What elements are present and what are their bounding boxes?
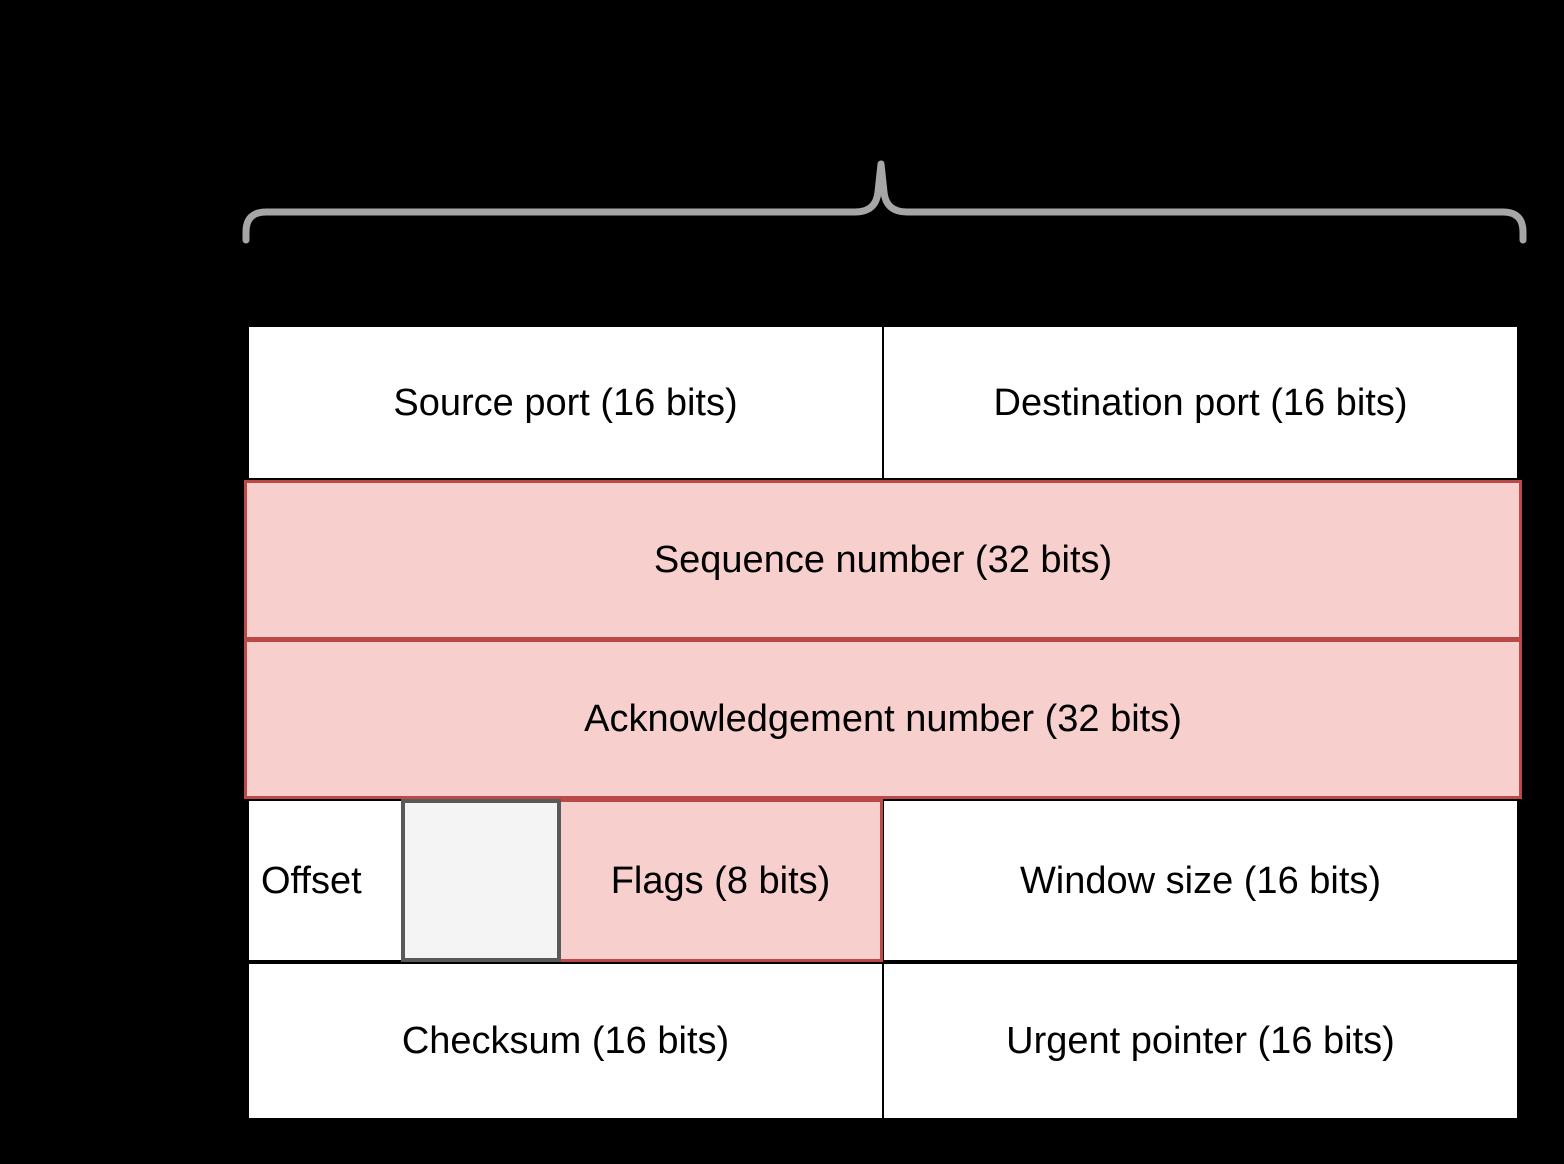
field-acknowledgement-number-label: Acknowledgement number (32 bits) (584, 698, 1182, 740)
field-reserved[interactable] (401, 799, 561, 962)
brace-layer (0, 0, 1564, 320)
field-flags-label: Flags (8 bits) (610, 859, 831, 902)
field-acknowledgement-number[interactable]: Acknowledgement number (32 bits) (244, 640, 1522, 799)
table-row-checksum-urgent: Checksum (16 bits) Urgent pointer (16 bi… (247, 962, 1519, 1120)
field-checksum[interactable]: Checksum (16 bits) (247, 962, 883, 1120)
top-curly-brace-icon (242, 160, 1527, 244)
table-row-sequence: Sequence number (32 bits) (244, 480, 1522, 640)
field-data-offset[interactable]: Offset (247, 799, 401, 962)
header-fields-table: Source port (16 bits) Destination port (… (244, 325, 1522, 1120)
field-window-size-label: Window size (16 bits) (1019, 859, 1382, 902)
field-window-size[interactable]: Window size (16 bits) (883, 799, 1519, 962)
field-data-offset-label: Offset (261, 859, 362, 902)
field-flags[interactable]: Flags (8 bits) (561, 799, 883, 962)
field-destination-port-label: Destination port (16 bits) (993, 381, 1408, 424)
field-source-port-label: Source port (16 bits) (393, 381, 738, 424)
field-source-port[interactable]: Source port (16 bits) (247, 325, 883, 480)
field-urgent-pointer-label: Urgent pointer (16 bits) (1006, 1020, 1395, 1062)
field-sequence-number-label: Sequence number (32 bits) (653, 539, 1113, 581)
table-row-acknowledgement: Acknowledgement number (32 bits) (244, 640, 1522, 799)
field-destination-port[interactable]: Destination port (16 bits) (883, 325, 1519, 480)
field-checksum-label: Checksum (16 bits) (401, 1020, 730, 1062)
field-sequence-number[interactable]: Sequence number (32 bits) (244, 480, 1522, 640)
table-row-ports: Source port (16 bits) Destination port (… (247, 325, 1519, 480)
table-row-offset-flags: Offset Flags (8 bits) Window size (16 bi… (247, 799, 1519, 962)
field-urgent-pointer[interactable]: Urgent pointer (16 bits) (883, 962, 1519, 1120)
